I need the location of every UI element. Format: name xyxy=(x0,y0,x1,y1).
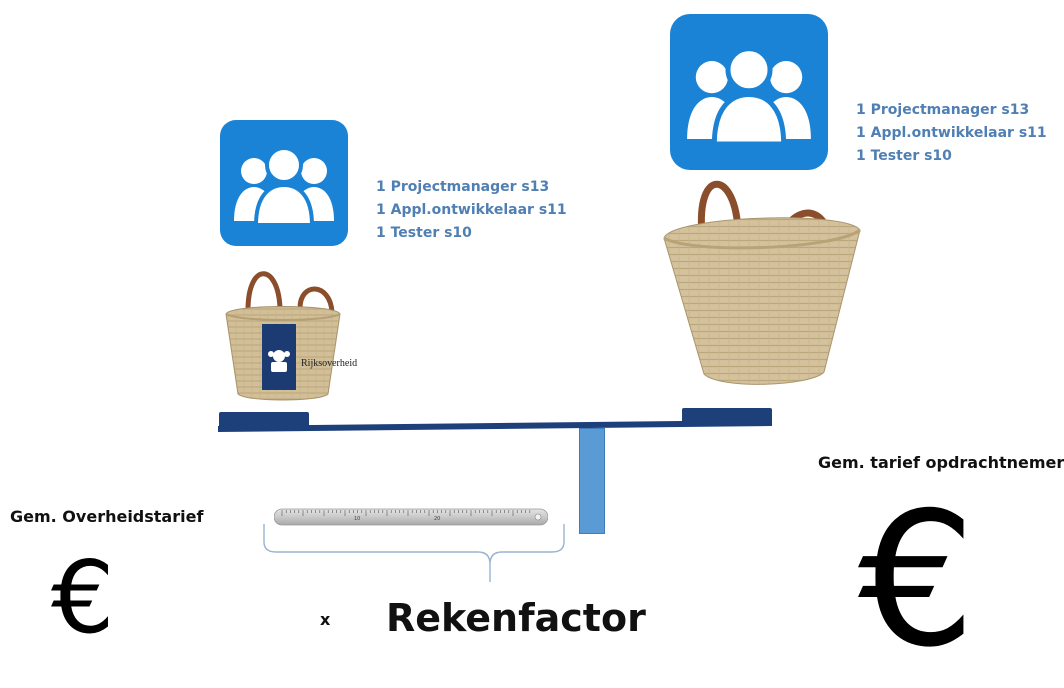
right-staff-list: 1 Projectmanager s13 1 Appl.ontwikkelaar… xyxy=(856,99,1047,168)
left-staff-list: 1 Projectmanager s13 1 Appl.ontwikkelaar… xyxy=(376,176,567,245)
svg-text:20: 20 xyxy=(434,516,440,522)
left-staff-line-3: 1 Tester s10 xyxy=(376,225,472,241)
left-people-group-icon xyxy=(220,120,348,246)
multiply-sign: x xyxy=(320,610,331,629)
left-beam-plate xyxy=(219,412,309,428)
left-basket: Rijksoverheid xyxy=(200,252,365,414)
left-euro-symbol: € xyxy=(51,539,115,656)
coat-of-arms-icon xyxy=(268,350,290,372)
basket-image xyxy=(663,180,861,385)
right-people-group-icon xyxy=(670,14,828,170)
right-beam-plate xyxy=(682,408,772,426)
right-rate-label: Gem. tarief opdrachtnemer xyxy=(818,453,1064,472)
right-staff-line-2: 1 Appl.ontwikkelaar s11 xyxy=(856,125,1047,141)
brace xyxy=(262,522,568,586)
basket-image: Rijksoverheid xyxy=(225,271,357,401)
ruler-image: 20 10 xyxy=(273,508,549,526)
svg-text:10: 10 xyxy=(354,516,360,522)
people-icon xyxy=(234,146,334,225)
people-icon xyxy=(687,46,811,144)
right-euro-symbol: € xyxy=(858,472,976,688)
beam-bar xyxy=(218,420,772,432)
svg-text:Rijksoverheid: Rijksoverheid xyxy=(301,358,357,369)
right-basket xyxy=(624,146,886,410)
factor-label: Rekenfactor xyxy=(386,596,646,640)
left-rate-label: Gem. Overheidstarief xyxy=(10,507,204,526)
curly-brace xyxy=(263,524,565,582)
ruler: 20 10 xyxy=(273,507,549,527)
right-staff-line-3: 1 Tester s10 xyxy=(856,148,952,164)
left-staff-line-1: 1 Projectmanager s13 xyxy=(376,179,550,195)
left-staff-line-2: 1 Appl.ontwikkelaar s11 xyxy=(376,202,567,218)
balance-beam xyxy=(218,419,772,432)
right-staff-line-1: 1 Projectmanager s13 xyxy=(856,102,1030,118)
balance-pillar xyxy=(579,428,605,534)
